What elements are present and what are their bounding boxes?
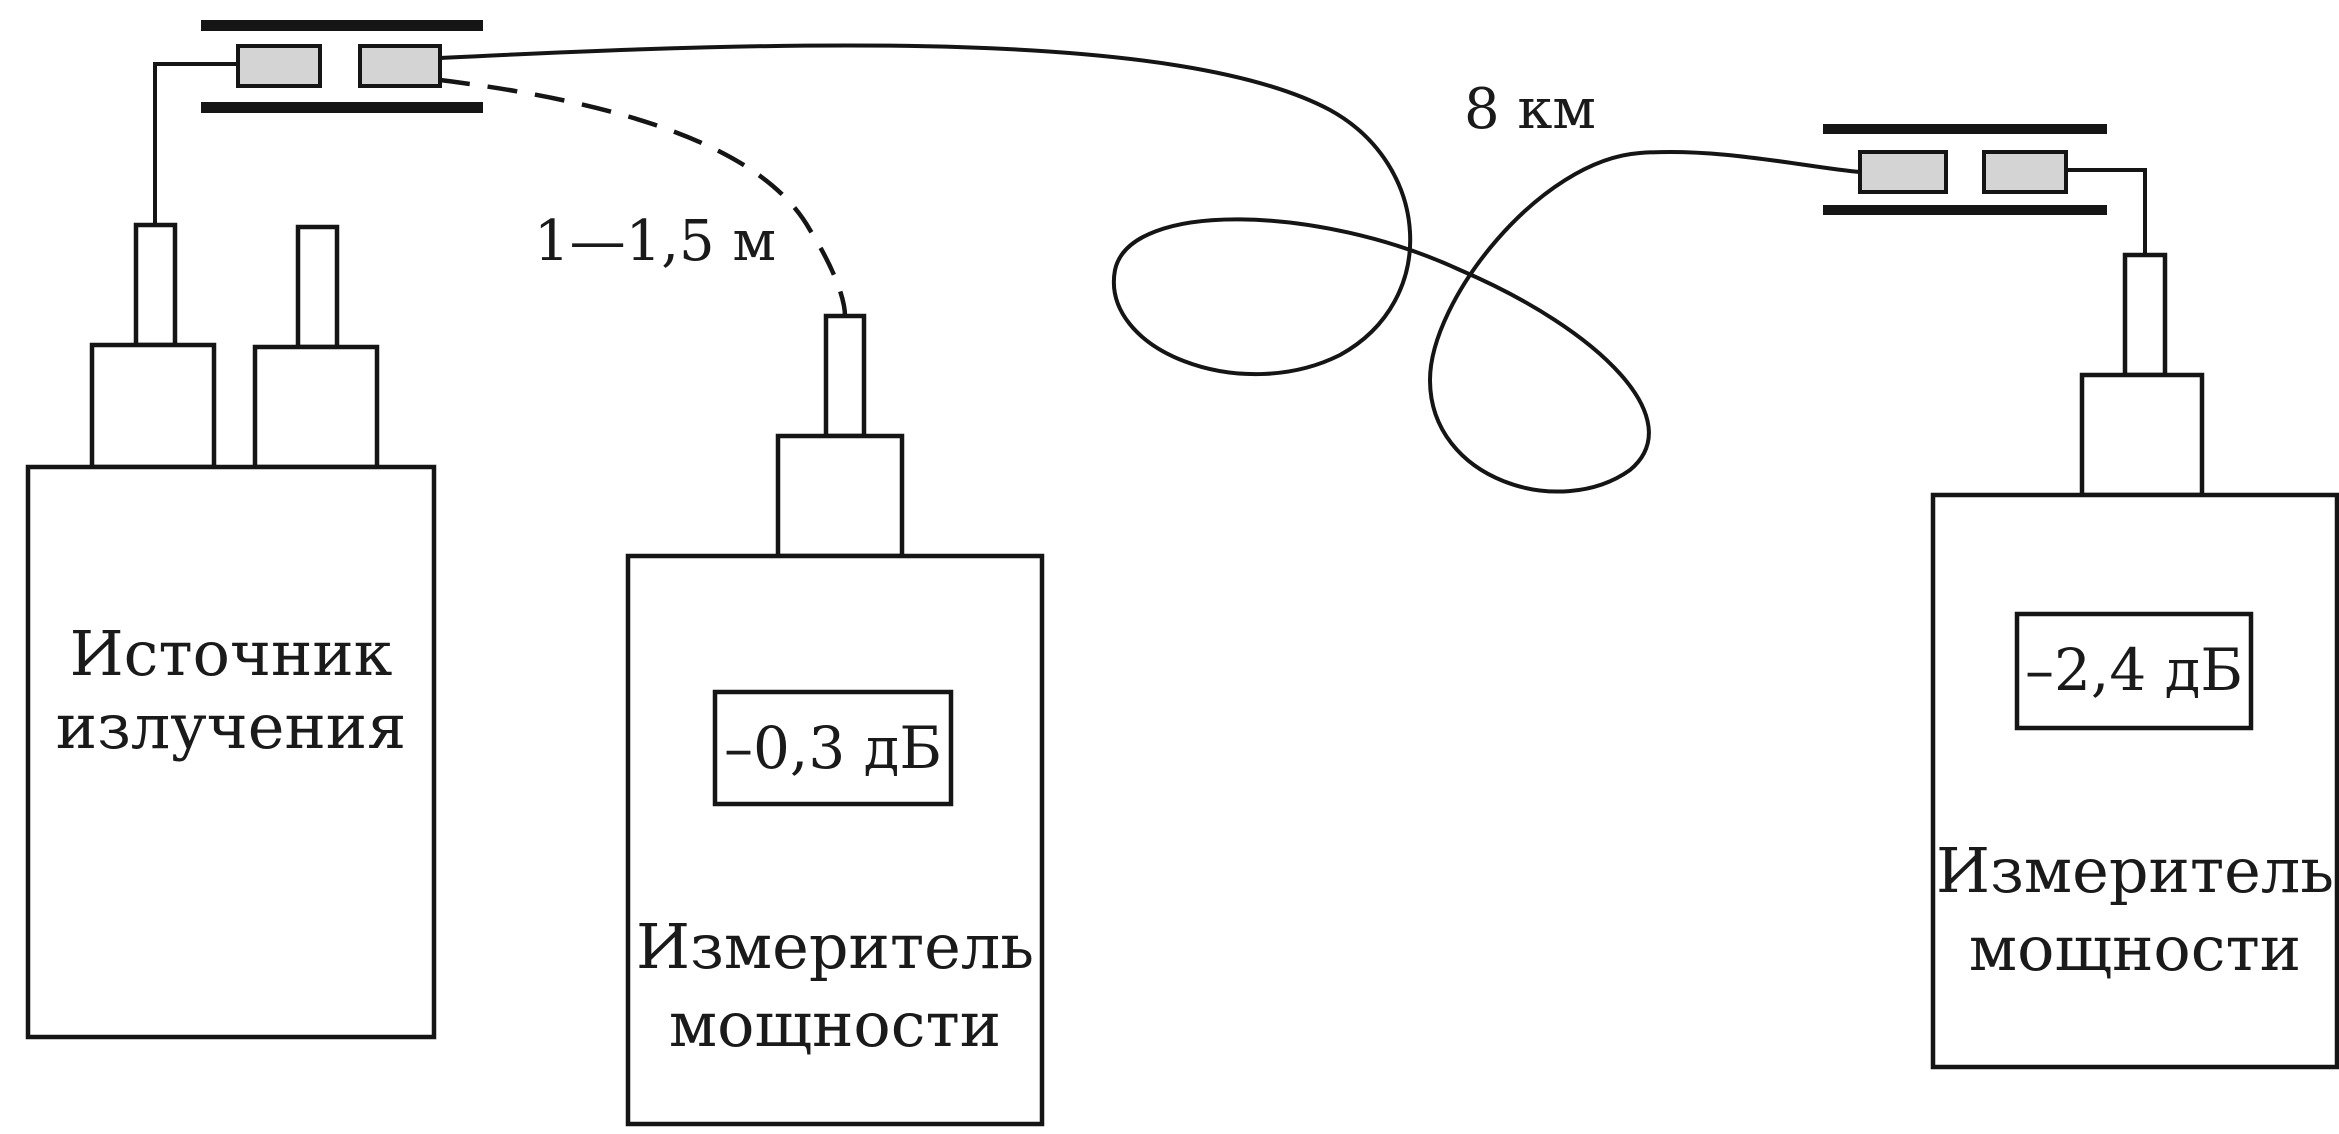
adapter-right-bottom-plate <box>1823 205 2107 215</box>
reference-meter-body <box>625 553 1045 1127</box>
connector-right-b <box>1982 150 2068 194</box>
connector-right-a <box>1858 150 1948 194</box>
connector-left-a <box>236 44 322 88</box>
source-port-1-sleeve <box>133 222 178 348</box>
patch-cord-length-label: 1—1,5 м <box>534 209 776 274</box>
adapter-left-bottom-plate <box>201 102 483 113</box>
source-port-2-body <box>252 344 380 470</box>
source-port-2-sleeve <box>295 224 340 350</box>
adapter-left-top-plate <box>201 20 483 31</box>
adapter-right <box>1823 124 2107 215</box>
adapter-left <box>201 20 483 113</box>
fiber-under-test <box>439 43 1861 494</box>
source-body <box>25 464 437 1040</box>
power-meter-reference: –0,3 дБ Измеритель мощности <box>625 313 1045 1127</box>
reference-meter-port-body <box>775 433 905 559</box>
reference-meter-port-sleeve <box>823 313 867 439</box>
remote-meter-label-line1: Измеритель <box>1936 834 2334 907</box>
connector-left-b <box>358 44 442 88</box>
reference-meter-display <box>712 689 954 807</box>
remote-meter-display <box>2014 611 2254 731</box>
power-meter-remote: –2,4 дБ Измеритель мощности <box>1930 252 2339 1070</box>
reference-meter-reading: –0,3 дБ <box>724 714 942 782</box>
remote-meter-port-sleeve <box>2122 252 2168 378</box>
remote-meter-body <box>1930 492 2339 1070</box>
remote-meter-jumper-fiber <box>2066 168 2147 255</box>
reference-meter-label-line2: мощности <box>669 988 1001 1061</box>
adapter-right-top-plate <box>1823 124 2107 134</box>
source-label-line1: Источник <box>70 617 393 690</box>
remote-meter-label-line2: мощности <box>1969 912 2301 985</box>
reference-meter-label-line1: Измеритель <box>636 910 1034 983</box>
source-port-1-body <box>89 342 217 470</box>
source-label-line2: излучения <box>56 690 406 763</box>
light-source: Источник излучения <box>25 222 437 1040</box>
patch-cord-dashed <box>439 77 848 317</box>
source-jumper-fiber <box>153 62 238 225</box>
remote-meter-reading: –2,4 дБ <box>2025 636 2243 704</box>
fiber-length-label: 8 км <box>1464 77 1596 142</box>
remote-meter-port-body <box>2079 372 2205 498</box>
